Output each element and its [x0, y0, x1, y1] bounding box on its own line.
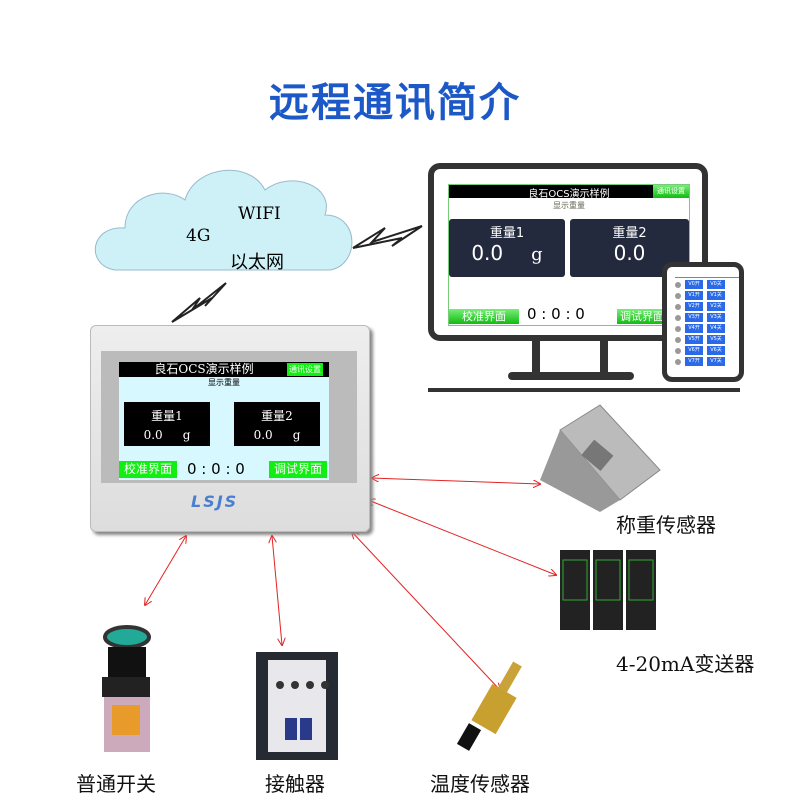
contactor-label: 接触器 [265, 772, 325, 796]
tablet-on-button[interactable]: V5开 [685, 335, 703, 344]
comm-settings-button[interactable]: 通讯设置 [653, 185, 689, 198]
hmi-weight1-label: 重量1 [151, 409, 183, 423]
tablet-off-button[interactable]: V4关 [707, 324, 725, 333]
tablet-off-button[interactable]: V2关 [707, 302, 725, 311]
hmi-weight2-unit: g [292, 428, 301, 442]
weight1-label: 重量1 [489, 226, 525, 241]
transmitter-label: 4-20mA变送器 [616, 652, 755, 676]
hmi-weight1-value: 0.0 [143, 428, 163, 442]
tablet-off-button[interactable]: V0关 [707, 280, 725, 289]
indicator-icon [675, 281, 681, 288]
tablet-on-button[interactable]: V3开 [685, 313, 703, 322]
hmi-calibrate-button[interactable]: 校准界面 [119, 461, 177, 478]
hmi-weight2-value: 0.0 [253, 428, 273, 442]
hmi-weight2-label: 重量2 [261, 409, 293, 423]
screen-header: 良石OCS演示样例 [449, 185, 689, 200]
indicator-icon [675, 347, 681, 354]
tablet-row: V0开 V0关 [675, 280, 739, 289]
hmi-timer: 0 : 0 : 0 [187, 460, 245, 478]
tablet-off-button[interactable]: V7关 [707, 357, 725, 366]
indicator-icon [675, 303, 681, 310]
tablet-row: V5开 V5关 [675, 335, 739, 344]
tablet-row: V3开 V3关 [675, 313, 739, 322]
brand-logo: LSJS [191, 492, 239, 511]
hmi-weight1-panel: 重量1 0.0 g [124, 402, 210, 446]
hmi-subtitle: 显示重量 [208, 378, 240, 387]
load-cell-image [540, 404, 661, 512]
cloud-shape [94, 169, 353, 271]
calibrate-button[interactable]: 校准界面 [449, 309, 519, 324]
tablet-off-button[interactable]: V3关 [707, 313, 725, 322]
lightning-icon [352, 225, 423, 249]
hmi-weight2-panel: 重量2 0.0 g [234, 402, 320, 446]
timer: 0 : 0 : 0 [527, 305, 585, 323]
contactor-image [256, 652, 338, 760]
load-cell-label: 称重传感器 [616, 513, 716, 537]
weight1-value: 0.0 [471, 241, 504, 265]
tablet-on-button[interactable]: V2开 [685, 302, 703, 311]
page-title: 远程通讯简介 [269, 80, 521, 126]
tablet-row: V4开 V4关 [675, 324, 739, 333]
hmi-screen: 良石OCS演示样例 通讯设置 显示重量 重量1 0.0 g 重量2 0.0 g 校准界面… [119, 362, 329, 480]
indicator-icon [675, 314, 681, 321]
tablet-on-button[interactable]: V0开 [685, 280, 703, 289]
debug-button[interactable]: 调试界面 [617, 309, 667, 324]
indicator-icon [675, 292, 681, 299]
tablet-off-button[interactable]: V1关 [707, 291, 725, 300]
temperature-sensor-image [456, 661, 522, 751]
hmi-comm-settings-button[interactable]: 通讯设置 [287, 363, 323, 376]
tablet-row: V6开 V6关 [675, 346, 739, 355]
hmi-device: 良石OCS演示样例 通讯设置 显示重量 重量1 0.0 g 重量2 0.0 g 校准界面… [90, 325, 370, 532]
hmi-header: 良石OCS演示样例 [119, 362, 329, 377]
indicator-icon [675, 358, 681, 365]
tablet-row: V2开 V2关 [675, 302, 739, 311]
tablet-row: V1开 V1关 [675, 291, 739, 300]
tablet-row: V7开 V7关 [675, 357, 739, 366]
transmitter-image [560, 550, 656, 630]
tablet-off-button[interactable]: V6关 [707, 346, 725, 355]
cloud-label-ethernet: 以太网 [230, 252, 284, 273]
tablet-on-button[interactable]: V6开 [685, 346, 703, 355]
cloud-label-wifi: WIFI [238, 204, 281, 224]
weight1-unit: g [531, 244, 543, 265]
tablet-on-button[interactable]: V4开 [685, 324, 703, 333]
switch-label: 普通开关 [76, 772, 156, 796]
tablet-off-button[interactable]: V5关 [707, 335, 725, 344]
weight2-label: 重量2 [612, 226, 647, 241]
indicator-icon [675, 336, 681, 343]
temp-sensor-label: 温度传感器 [430, 772, 530, 796]
tablet-on-button[interactable]: V1开 [685, 291, 703, 300]
indicator-icon [675, 325, 681, 332]
cloud-label-4g: 4G [186, 226, 211, 246]
lightning-icon [171, 282, 227, 323]
weight2-value: 0.0 [613, 241, 646, 265]
screen-subtitle: 显示重量 [553, 201, 585, 210]
tablet-on-button[interactable]: V7开 [685, 357, 703, 366]
hmi-weight1-unit: g [182, 428, 191, 442]
push-button-switch-image [102, 625, 151, 752]
hmi-debug-button[interactable]: 调试界面 [269, 461, 327, 478]
